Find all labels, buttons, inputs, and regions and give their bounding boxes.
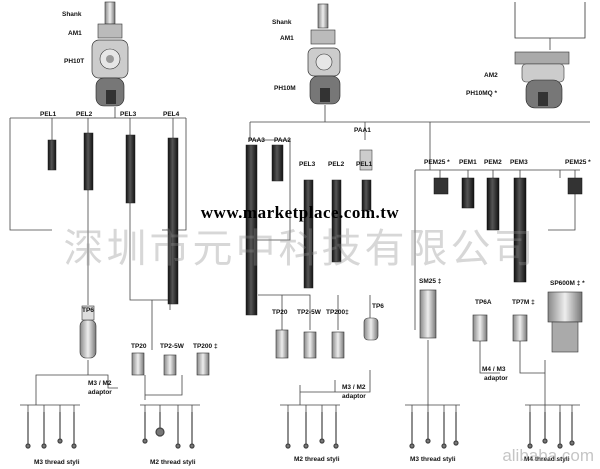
label-pem3: PEM3: [510, 159, 528, 166]
pem25-a-shape: [433, 177, 449, 195]
tp2-5w-left-shape: [163, 354, 177, 376]
label-right-head: PH10MQ *: [466, 90, 498, 97]
left-shank-shape: [104, 1, 116, 25]
label-pem2: PEM2: [484, 159, 502, 166]
label-pem25-b: PEM25 *: [565, 159, 591, 166]
left-probe-head: [91, 1, 129, 107]
pel3-mid-shape: [303, 179, 314, 289]
label-pem1: PEM1: [459, 159, 477, 166]
connection-lines: [9, 38, 590, 412]
tp6a-shape: [472, 314, 488, 342]
label-pel4-left: PEL4: [163, 111, 180, 118]
label-sm25: SM25 ‡: [419, 278, 442, 285]
label-tp2-5w-left: TP2-5W: [160, 343, 185, 350]
pel4-left-shape: [167, 137, 179, 305]
label-adaptor-mid-2: adaptor: [342, 393, 366, 400]
label-left-shank: Shank: [62, 11, 82, 18]
label-sp600m: SP600M ‡ *: [550, 280, 585, 287]
tp2-5w-mid-shape: [303, 331, 317, 359]
styli: [25, 412, 575, 449]
label-paa3: PAA3: [248, 137, 265, 144]
sp600m-shape: [547, 291, 583, 323]
tp20-mid-shape: [275, 329, 289, 359]
label-styli-m3-left: M3 thread styli: [34, 459, 80, 466]
label-styli-m4: M4 thread styli: [524, 456, 570, 463]
pem25-b-shape: [567, 177, 583, 195]
pel1-mid-shape: [361, 179, 372, 211]
label-adaptor-right: M4 / M3: [482, 366, 506, 373]
label-tp20-mid: TP20: [272, 309, 288, 316]
middle-probe-head: [307, 3, 341, 105]
label-tp200-mid: TP200‡: [326, 309, 349, 316]
label-tp6-mid: TP6: [372, 303, 384, 310]
left-extensions: [47, 132, 179, 305]
label-pel1-mid: PEL1: [356, 161, 373, 168]
label-mid-shank: Shank: [272, 19, 292, 26]
sm25-shape: [419, 289, 437, 339]
pel1-left-shape: [47, 139, 57, 171]
diagram-labels: Shank AM1 PH10T PEL1 PEL2 PEL3 PEL4 TP6 …: [34, 11, 591, 466]
label-pel1-left: PEL1: [40, 111, 57, 118]
label-tp7m: TP7M ‡: [512, 299, 535, 306]
label-pem25-a: PEM25 *: [424, 159, 450, 166]
label-adaptor-left-2: adaptor: [88, 389, 112, 396]
label-adaptor-left: M3 / M2: [88, 380, 112, 387]
label-tp2-5w-mid: TP2-5W: [297, 309, 322, 316]
label-tp6a: TP6A: [475, 299, 492, 306]
right-mount-frame: [514, 2, 586, 39]
pel3-left-shape: [125, 134, 136, 204]
label-tp20-left: TP20: [131, 343, 147, 350]
paa2-shape: [271, 144, 284, 182]
label-pel2-left: PEL2: [76, 111, 93, 118]
pem2-shape: [486, 177, 500, 231]
tp6-left-shape: [79, 319, 97, 359]
label-mid-am1: AM1: [280, 35, 294, 42]
label-right-am2: AM2: [484, 72, 498, 79]
label-paa2: PAA2: [274, 137, 291, 144]
pel2-mid-shape: [331, 179, 342, 263]
label-styli-m2-mid: M2 thread styli: [294, 456, 340, 463]
tp200-left-shape: [196, 352, 210, 376]
mid-shank-shape: [317, 3, 329, 29]
label-pel3-mid: PEL3: [299, 161, 316, 168]
label-styli-m3-mid: M3 thread styli: [410, 456, 456, 463]
label-left-am1: AM1: [68, 30, 82, 37]
right-extensions: [433, 177, 583, 283]
label-mid-head: PH10M: [274, 85, 296, 92]
pem1-shape: [461, 177, 475, 209]
label-adaptor-mid: M3 / M2: [342, 384, 366, 391]
label-left-head: PH10T: [64, 58, 84, 65]
label-styli-m2-left: M2 thread styli: [150, 459, 196, 466]
pem3-shape: [513, 177, 527, 283]
label-pel2-mid: PEL2: [328, 161, 345, 168]
label-tp200-left: TP200 ‡: [193, 343, 218, 350]
mid-am1-shape: [310, 29, 336, 45]
paa3-shape: [245, 144, 258, 316]
left-am1-shape: [97, 23, 123, 39]
label-paa1: PAA1: [354, 127, 371, 134]
tp200-mid-shape: [331, 331, 345, 359]
right-probe-head: [514, 2, 586, 109]
right-am2-shape: [514, 51, 570, 65]
label-pel3-left: PEL3: [120, 111, 137, 118]
tp20-left-shape: [131, 352, 145, 376]
tp6-mid-shape: [363, 317, 379, 341]
probe-modules: [79, 289, 583, 376]
tp7m-shape: [512, 314, 528, 342]
pel2-left-shape: [83, 132, 94, 191]
label-adaptor-right-2: adaptor: [484, 375, 508, 382]
middle-extensions: [245, 144, 373, 316]
label-tp6-left: TP6: [82, 307, 94, 314]
